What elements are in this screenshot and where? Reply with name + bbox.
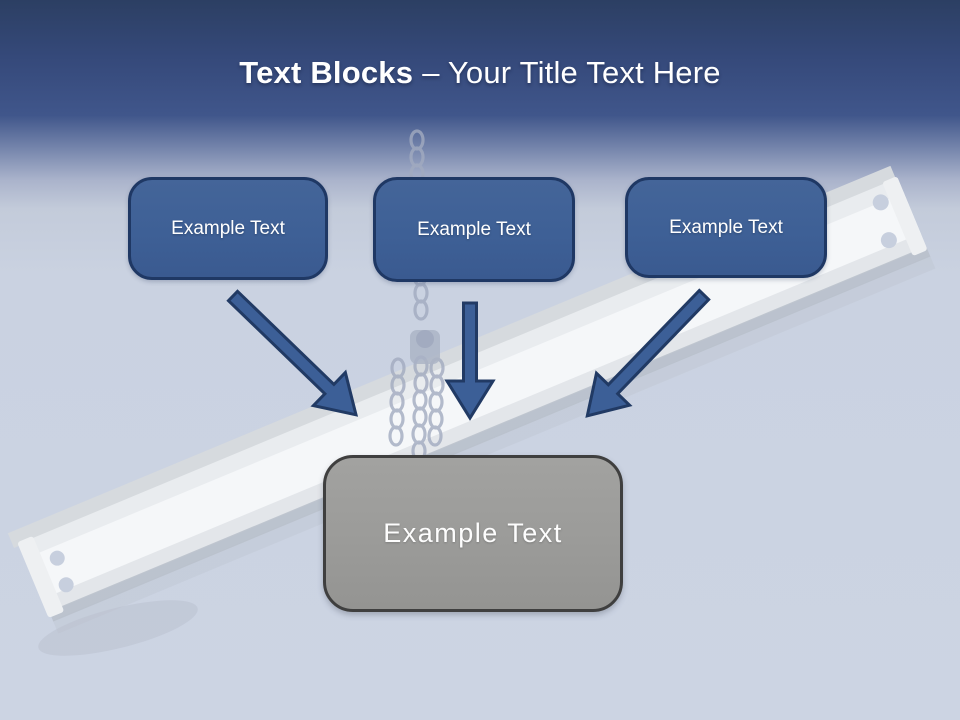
text-block-3-label: Example Text (669, 216, 783, 238)
title-placeholder-text: – Your Title Text Here (422, 55, 721, 90)
result-block[interactable]: Example Text (323, 455, 623, 612)
beam-shadow (38, 600, 198, 656)
result-block-label: Example Text (383, 518, 563, 548)
text-block-1-label: Example Text (171, 217, 285, 239)
slide-header: Text Blocks– Your Title Text Here (0, 54, 960, 92)
text-block-2-label: Example Text (417, 218, 531, 240)
text-block-1[interactable]: Example Text (128, 177, 328, 280)
title-topic-text: Text Blocks (239, 55, 414, 90)
arrow-down-icon (444, 301, 496, 421)
arrow-down-left-icon (585, 288, 711, 418)
text-block-3[interactable]: Example Text (625, 177, 827, 278)
arrow-down-right-icon (226, 289, 359, 417)
page-title[interactable]: Text Blocks– Your Title Text Here (0, 54, 960, 92)
text-block-2[interactable]: Example Text (373, 177, 575, 282)
